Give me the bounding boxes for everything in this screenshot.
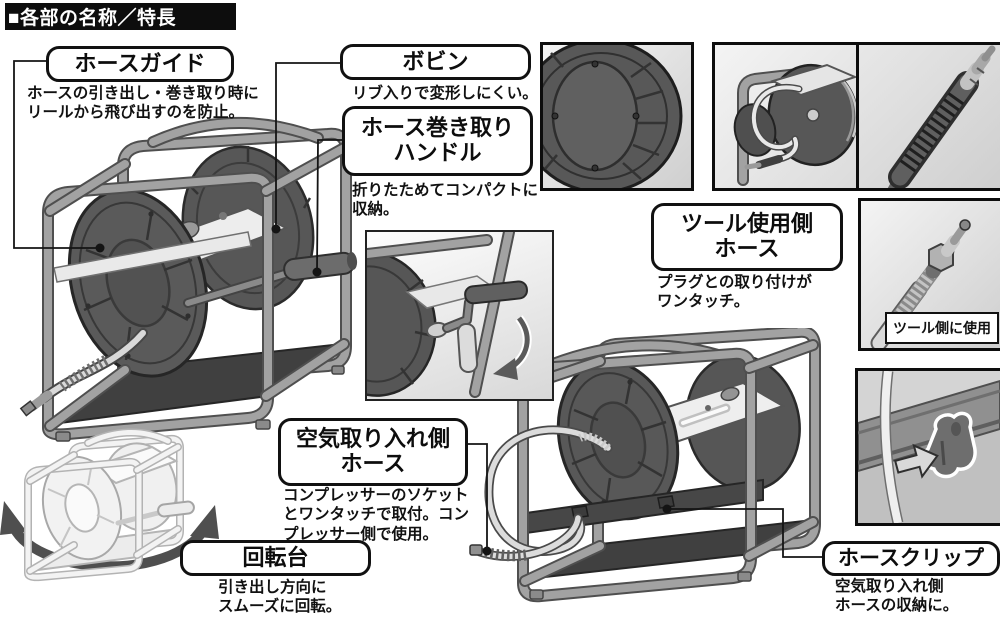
callout-winding-handle: ホース巻き取り ハンドル (342, 106, 533, 176)
bobbin-disc-closeup (543, 45, 683, 188)
page-title: ■各部の名称／特長 (8, 8, 176, 29)
handle-fold-inset (365, 230, 554, 401)
desc-air-intake-hose: コンプレッサーのソケット とワンタッチで取付。コン プレッサー側で使用。 (283, 487, 470, 543)
white-hose (879, 371, 904, 523)
desc-rotating-base: 引き出し方向に スムーズに回転。 (218, 579, 342, 616)
desc-hose-clip: 空気取り入れ側 ホースの収納に。 (835, 578, 959, 615)
air-hose-with-coupling (19, 328, 148, 417)
reel-hose-grip-photo (712, 42, 1000, 191)
hose-clip-photo (855, 368, 1000, 526)
callout-hose-clip: ホースクリップ (822, 541, 1000, 576)
hose-guide-bar (53, 231, 252, 283)
rotating-base-illustration (0, 405, 220, 600)
tool-side-caption-box: ツール側に使用 (885, 312, 999, 344)
callout-rotating-base: 回転台 (180, 540, 371, 576)
fold-direction-arrow (493, 315, 532, 380)
tool-side-caption: ツール側に使用 (893, 320, 991, 336)
reel2-feet (529, 571, 752, 600)
callout-tool-side-hose: ツール使用側 ホース (651, 203, 843, 271)
ghost-reel (24, 428, 195, 582)
desc-tool-side-hose: プラグとの取り付けが ワンタッチ。 (657, 274, 812, 311)
callout-hose-guide: ホースガイド (46, 46, 234, 82)
header-bar: ■各部の名称／特長 (5, 3, 236, 30)
mini-reel-with-hose (733, 63, 859, 186)
reel2-front-disc (556, 359, 680, 521)
callout-air-intake-hose: 空気取り入れ側 ホース (278, 418, 468, 486)
desc-winding-handle: 折りたためてコンパクトに 収納。 (352, 182, 539, 219)
photo-divider (856, 45, 859, 188)
desc-hose-guide: ホースの引き出し・巻き取り時に リールから飛び出すのを防止。 (27, 85, 259, 122)
desc-bobbin: リブ入りで変形しにくい。 (352, 85, 538, 102)
tool-side-hose-photo: ツール側に使用 (858, 198, 1000, 351)
inset-reel-fragment (367, 232, 515, 398)
inset-folding-handle (426, 280, 528, 373)
callout-bobbin: ボビン (340, 44, 531, 80)
clip-pointer-arrow (893, 443, 939, 479)
hose-grip-closeup (887, 45, 996, 188)
main-reel-illustration (18, 98, 368, 458)
reel-feet (55, 365, 345, 442)
bobbin-photo (540, 42, 694, 191)
